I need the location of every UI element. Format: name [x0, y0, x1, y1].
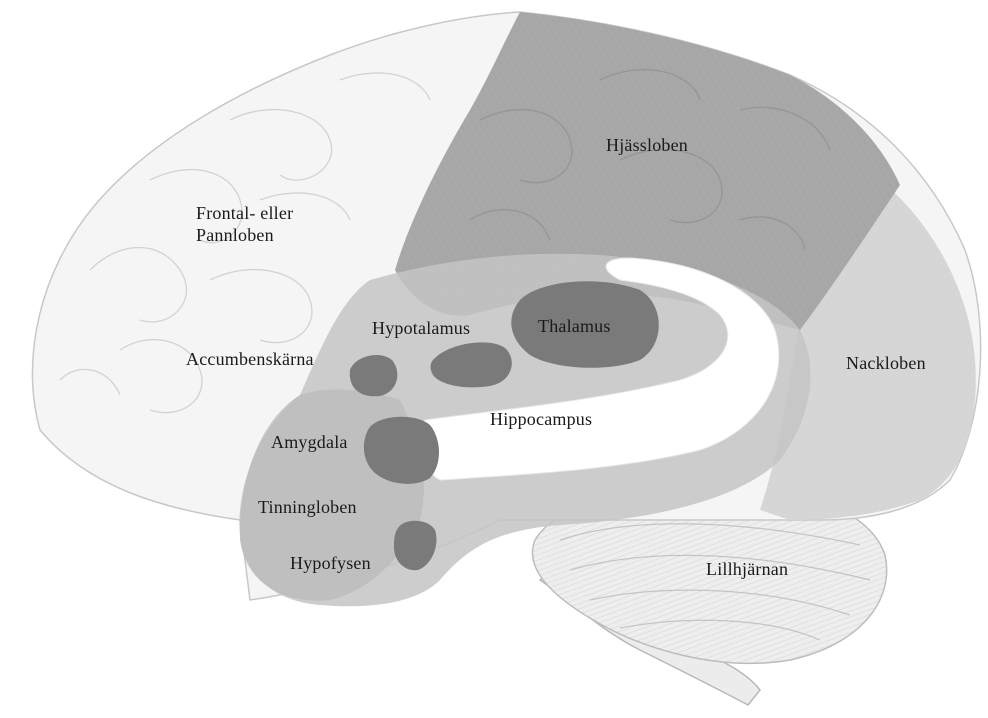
label-cerebellum: Lillhjärnan	[706, 558, 788, 580]
label-pituitary: Hypofysen	[290, 552, 371, 574]
accumbens-shape	[350, 355, 398, 396]
label-parietal-lobe: Hjässloben	[606, 134, 688, 156]
label-amygdala: Amygdala	[271, 431, 348, 453]
label-accumbens: Accumbenskärna	[186, 348, 314, 370]
label-thalamus: Thalamus	[538, 315, 611, 337]
label-occipital-lobe: Nackloben	[846, 352, 926, 374]
label-hippocampus: Hippocampus	[490, 408, 592, 430]
label-temporal-lobe: Tinningloben	[258, 496, 357, 518]
label-frontal-lobe: Frontal- eller Pannloben	[196, 202, 293, 246]
label-hypothalamus: Hypotalamus	[372, 317, 470, 339]
